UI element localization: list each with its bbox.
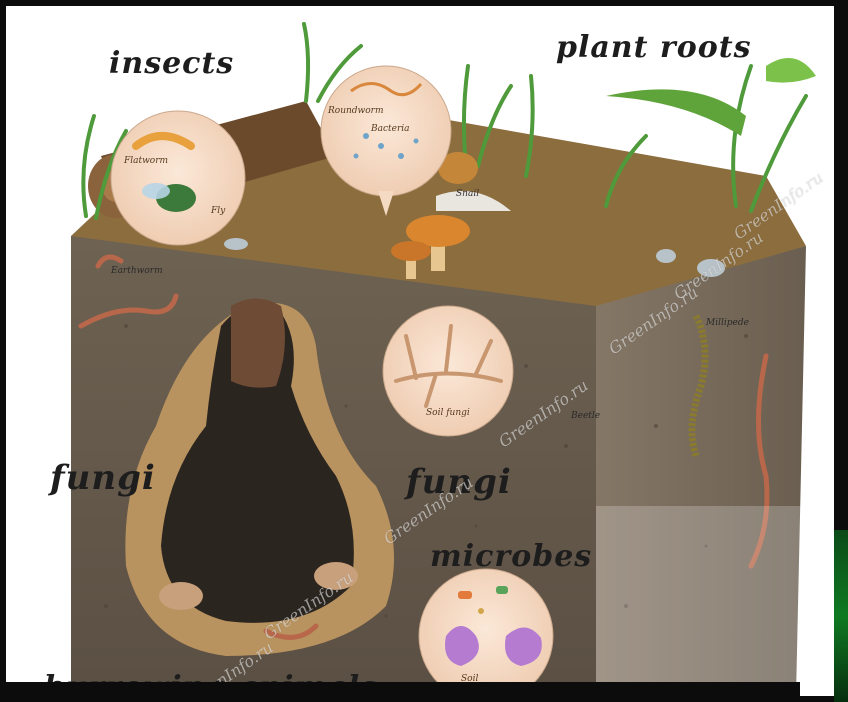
insects-bubble	[111, 111, 245, 245]
label-fungi-left: fungi	[50, 458, 156, 498]
caption-bacteria: Bacteria	[371, 124, 410, 134]
bottom-black-bar	[0, 682, 800, 702]
caption-roundworm: Roundworm	[328, 106, 384, 116]
label-snail: Snail	[456, 189, 479, 199]
label-plant-roots: plant roots	[556, 30, 752, 65]
label-insects: insects	[109, 46, 234, 81]
label-microbes: microbes	[430, 539, 592, 574]
right-green-strip	[834, 530, 848, 702]
label-earthworm: Earthworm	[111, 266, 163, 276]
plant-leaf	[606, 89, 746, 136]
caption-flatworm: Flatworm	[124, 156, 168, 166]
label-beetle: Beetle	[571, 411, 600, 421]
soil-cross-section-illustration	[6, 6, 848, 702]
caption-soil-fungi: Soil fungi	[426, 408, 470, 418]
label-millipede: Millipede	[706, 318, 749, 328]
caption-fly: Fly	[211, 206, 225, 216]
